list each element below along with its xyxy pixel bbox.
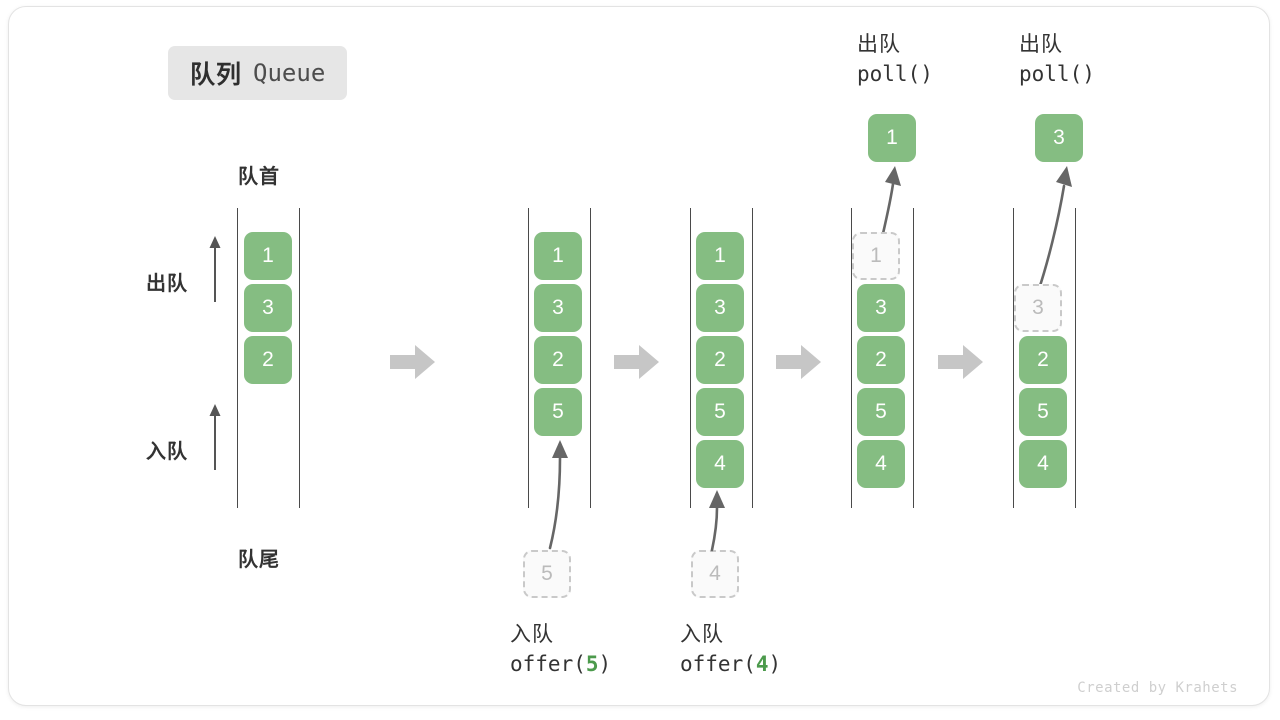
queue-cell: 3 (534, 284, 582, 332)
polled-cell: 3 (1035, 114, 1083, 162)
queue-cell: 4 (696, 440, 744, 488)
arrow-right-icon (776, 345, 821, 379)
operation-fn-name: offer( (680, 651, 756, 676)
operation-label-poll-1: 出队 poll() (857, 30, 933, 90)
operation-fn-name: offer( (510, 651, 586, 676)
arrow-right-icon (938, 345, 983, 379)
title-english: Queue (253, 59, 326, 87)
queue-cell: 3 (857, 284, 905, 332)
operation-label-cn: 出队 (857, 33, 901, 56)
operation-fn-close: ) (598, 651, 612, 676)
operation-label-cn: 入队 (510, 623, 554, 646)
dequeued-ghost-cell: 3 (1014, 284, 1062, 332)
queue-cell: 2 (244, 336, 292, 384)
queue-cell: 2 (1019, 336, 1067, 384)
queue-tail-label: 队尾 (238, 549, 280, 571)
operation-label-code: offer(5) (510, 650, 611, 680)
queue-cell: 3 (696, 284, 744, 332)
watermark: Created by Krahets (1077, 680, 1238, 696)
operation-label-offer-4: 入队 offer(4) (680, 620, 781, 680)
operation-fn-close: ) (768, 651, 782, 676)
queue-cell: 5 (696, 388, 744, 436)
arrow-right-icon (614, 345, 659, 379)
queue-rail-right (913, 208, 914, 508)
incoming-ghost-cell: 4 (691, 550, 739, 598)
queue-rail-right (1075, 208, 1076, 508)
queue-cell: 1 (696, 232, 744, 280)
queue-cell: 5 (857, 388, 905, 436)
queue-head-label: 队首 (238, 166, 280, 188)
diagram-title-badge: 队列 Queue (168, 46, 348, 100)
queue-rail-left (237, 208, 238, 508)
title-chinese: 队列 (190, 61, 243, 89)
queue-rail-right (752, 208, 753, 508)
operation-arg: 5 (585, 651, 599, 676)
queue-cell: 1 (534, 232, 582, 280)
queue-cell: 5 (1019, 388, 1067, 436)
operation-label-code: offer(4) (680, 650, 781, 680)
dequeued-ghost-cell: 1 (852, 232, 900, 280)
polled-cell: 1 (868, 114, 916, 162)
arrow-right-icon (390, 345, 435, 379)
operation-label-offer-5: 入队 offer(5) (510, 620, 611, 680)
enqueue-direction-label: 入队 (146, 441, 188, 463)
queue-cell: 2 (857, 336, 905, 384)
dequeue-direction-arrow-icon (209, 236, 221, 302)
queue-rail-left (1013, 208, 1014, 508)
queue-cell: 4 (1019, 440, 1067, 488)
queue-cell: 5 (534, 388, 582, 436)
queue-rail-right (299, 208, 300, 508)
enqueue-direction-arrow-icon (209, 404, 221, 470)
queue-cell: 2 (696, 336, 744, 384)
queue-rail-left (690, 208, 691, 508)
operation-label-code: poll() (1019, 61, 1095, 86)
queue-cell: 4 (857, 440, 905, 488)
dequeue-direction-label: 出队 (146, 273, 188, 295)
incoming-ghost-cell: 5 (523, 550, 571, 598)
operation-arg: 4 (755, 651, 769, 676)
queue-cell: 1 (244, 232, 292, 280)
operation-label-cn: 出队 (1019, 33, 1063, 56)
queue-rail-right (590, 208, 591, 508)
queue-cell: 2 (534, 336, 582, 384)
operation-label-cn: 入队 (680, 623, 724, 646)
operation-label-code: poll() (857, 61, 933, 86)
queue-cell: 3 (244, 284, 292, 332)
queue-rail-left (851, 208, 852, 508)
queue-rail-left (528, 208, 529, 508)
operation-label-poll-3: 出队 poll() (1019, 30, 1095, 90)
